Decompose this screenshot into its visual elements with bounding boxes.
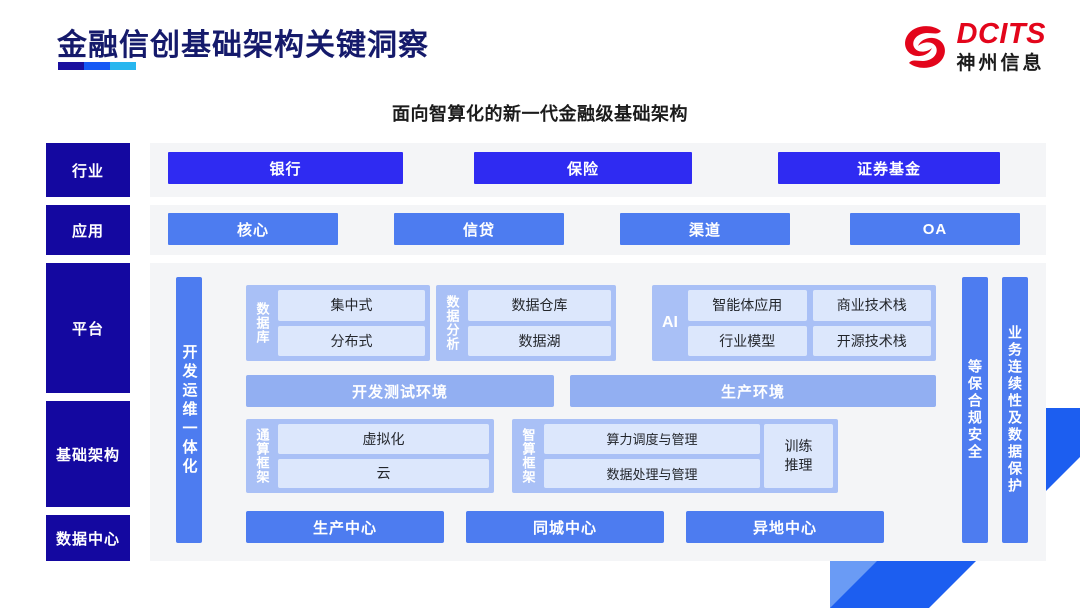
logo-text-cn: 神州信息 xyxy=(956,53,1045,74)
title-underline-rule xyxy=(58,62,136,70)
architecture-diagram: 行业 应用 平台 基础架构 数据中心 银行 保险 证券基金 核心 信贷 渠道 O… xyxy=(46,143,1046,571)
ai-cell-agent-application[interactable]: 智能体应用 xyxy=(688,290,807,321)
group-ai-label: AI xyxy=(662,314,678,331)
database-cell-centralized[interactable]: 集中式 xyxy=(278,290,425,321)
group-general-compute-label: 通算框架 xyxy=(254,428,270,484)
layer-label-datacenter: 数据中心 xyxy=(46,515,130,561)
industry-item-insurance[interactable]: 保险 xyxy=(474,152,692,184)
datacenter-item-remote[interactable]: 异地中心 xyxy=(686,511,884,543)
page-title: 金融信创基础架构关键洞察 xyxy=(57,29,429,62)
intelligent-compute-cell-train-infer[interactable]: 训练 推理 xyxy=(764,424,833,488)
application-item-core[interactable]: 核心 xyxy=(168,213,338,245)
group-general-compute[interactable]: 通算框架 虚拟化 云 xyxy=(246,419,494,493)
group-data-analysis[interactable]: 数据分析 数据仓库 数据湖 xyxy=(436,285,616,361)
side-bar-continuity-data-protection[interactable]: 业务连续性及数据保护 xyxy=(1002,277,1028,543)
layer-label-application: 应用 xyxy=(46,205,130,255)
datacenter-item-metro[interactable]: 同城中心 xyxy=(466,511,664,543)
industry-item-securities-fund[interactable]: 证券基金 xyxy=(778,152,1000,184)
data-analysis-cell-lake[interactable]: 数据湖 xyxy=(468,325,611,356)
application-item-credit[interactable]: 信贷 xyxy=(394,213,564,245)
intelligent-compute-cell-data-processing[interactable]: 数据处理与管理 xyxy=(544,458,760,488)
env-bar-dev-test[interactable]: 开发测试环境 xyxy=(246,375,554,407)
group-database[interactable]: 数据库 集中式 分布式 xyxy=(246,285,430,361)
application-item-channel[interactable]: 渠道 xyxy=(620,213,790,245)
group-intelligent-compute-label: 智算框架 xyxy=(520,428,536,484)
layer-label-industry: 行业 xyxy=(46,143,130,197)
company-logo: DCITS 神州信息 xyxy=(901,20,1047,73)
group-ai[interactable]: AI 智能体应用 行业模型 商业技术栈 开源技术栈 xyxy=(652,285,936,361)
logo-text-en: DCITS xyxy=(956,18,1046,50)
dcits-swirl-icon xyxy=(901,22,949,72)
slide-header: 金融信创基础架构关键洞察 DCITS 神州信息 xyxy=(0,0,1080,92)
devops-vertical-bar[interactable]: 开发运维一体化 xyxy=(176,277,202,543)
group-database-label: 数据库 xyxy=(254,302,270,344)
ai-cell-commercial-stack[interactable]: 商业技术栈 xyxy=(812,290,931,321)
platform-main-panel: 开发运维一体化 数据库 集中式 分布式 数据分析 数据仓库 数据湖 AI xyxy=(150,263,1046,561)
general-compute-cell-cloud[interactable]: 云 xyxy=(278,458,489,488)
data-analysis-cell-warehouse[interactable]: 数据仓库 xyxy=(468,290,611,321)
datacenter-item-production[interactable]: 生产中心 xyxy=(246,511,444,543)
side-bar-compliance-security[interactable]: 等保合规安全 xyxy=(962,277,988,543)
env-bar-production[interactable]: 生产环境 xyxy=(570,375,936,407)
page-subtitle: 面向智算化的新一代金融级基础架构 xyxy=(392,104,688,124)
ai-cell-opensource-stack[interactable]: 开源技术栈 xyxy=(812,325,931,356)
layer-label-infrastructure: 基础架构 xyxy=(46,401,130,507)
industry-item-bank[interactable]: 银行 xyxy=(168,152,403,184)
application-item-oa[interactable]: OA xyxy=(850,213,1020,245)
application-panel: 核心 信贷 渠道 OA xyxy=(150,205,1046,255)
group-data-analysis-label: 数据分析 xyxy=(444,295,460,351)
industry-panel: 银行 保险 证券基金 xyxy=(150,143,1046,197)
intelligent-compute-cell-power-scheduling[interactable]: 算力调度与管理 xyxy=(544,424,760,454)
infer-label: 推理 xyxy=(784,457,813,473)
database-cell-distributed[interactable]: 分布式 xyxy=(278,325,425,356)
layer-label-platform: 平台 xyxy=(46,263,130,393)
train-label: 训练 xyxy=(784,438,813,455)
general-compute-cell-virtualization[interactable]: 虚拟化 xyxy=(278,424,489,454)
ai-cell-industry-model[interactable]: 行业模型 xyxy=(688,325,807,356)
